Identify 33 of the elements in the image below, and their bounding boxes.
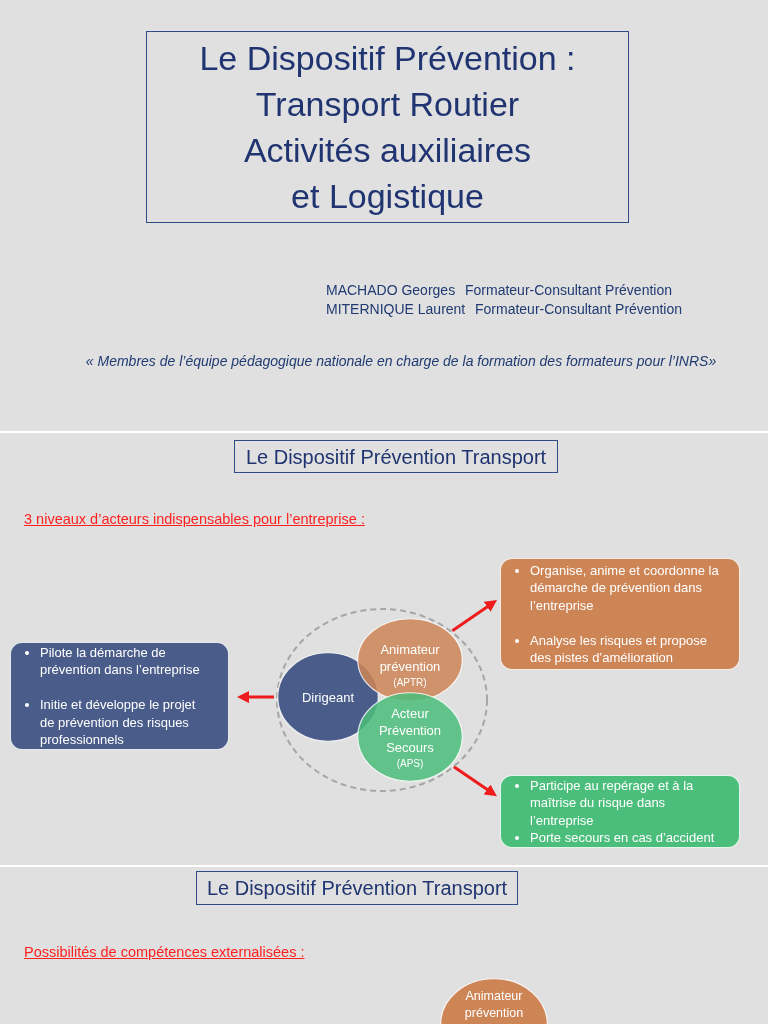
bullet-text: Pilote la démarche de prévention dans l’entreprise [40, 643, 201, 679]
arrow [451, 600, 498, 632]
role-label: Animateur prévention [378, 640, 442, 675]
role-label: Dirigeant [301, 688, 355, 706]
role-abbreviation: (APS) [396, 757, 424, 771]
role-ellipse [357, 692, 463, 782]
description-card [500, 558, 740, 670]
section-heading: 3 niveaux d’acteurs indispensables pour l’entreprise : [24, 510, 365, 528]
arrow [237, 691, 274, 704]
title-box [196, 871, 518, 905]
author-name: MITERNIQUE Laurent [326, 301, 466, 318]
role-label: Animateur prévention [463, 988, 525, 1022]
bullet-text: Organise, anime et coordonne la démarche de prévention dans l’entreprise [530, 561, 720, 614]
quote-text: « Membres de l’équipe pédagogique nationale en charge de la formation des formateurs pour l’INRS» [85, 353, 717, 370]
bullet-text: Initie et développe le projet de prévention des risques professionnels [40, 696, 197, 749]
bullet-text: Porte secours en cas d’accident [530, 829, 716, 847]
section-heading: Possibilités de compétences externalisées : [24, 943, 305, 961]
author-role: Formateur-Consultant Prévention [475, 301, 682, 318]
role-label: Acteur Prévention Secours [377, 705, 443, 756]
arrow [452, 765, 497, 797]
description-card [500, 775, 740, 848]
bullet-text: Participe au repérage et à la maîtrise du risque dans l’entreprise [530, 776, 695, 829]
role-abbreviation: (APTR) [393, 675, 427, 690]
author-role: Formateur-Consultant Prévention [465, 282, 672, 299]
slide-title: Le Dispositif Prévention : Transport Routier Activités auxiliaires et Logistique [199, 38, 576, 217]
slide-title: Le Dispositif Prévention Transport [206, 876, 508, 900]
author-name: MACHADO Georges [326, 282, 456, 299]
bullet-text: Analyse les risques et propose des pistes d’amélioration [530, 631, 709, 667]
dashed-circle [276, 608, 488, 792]
slide-title: Le Dispositif Prévention Transport [245, 444, 547, 469]
description-card [10, 642, 229, 750]
title-box [146, 31, 629, 223]
title-box [234, 440, 558, 473]
